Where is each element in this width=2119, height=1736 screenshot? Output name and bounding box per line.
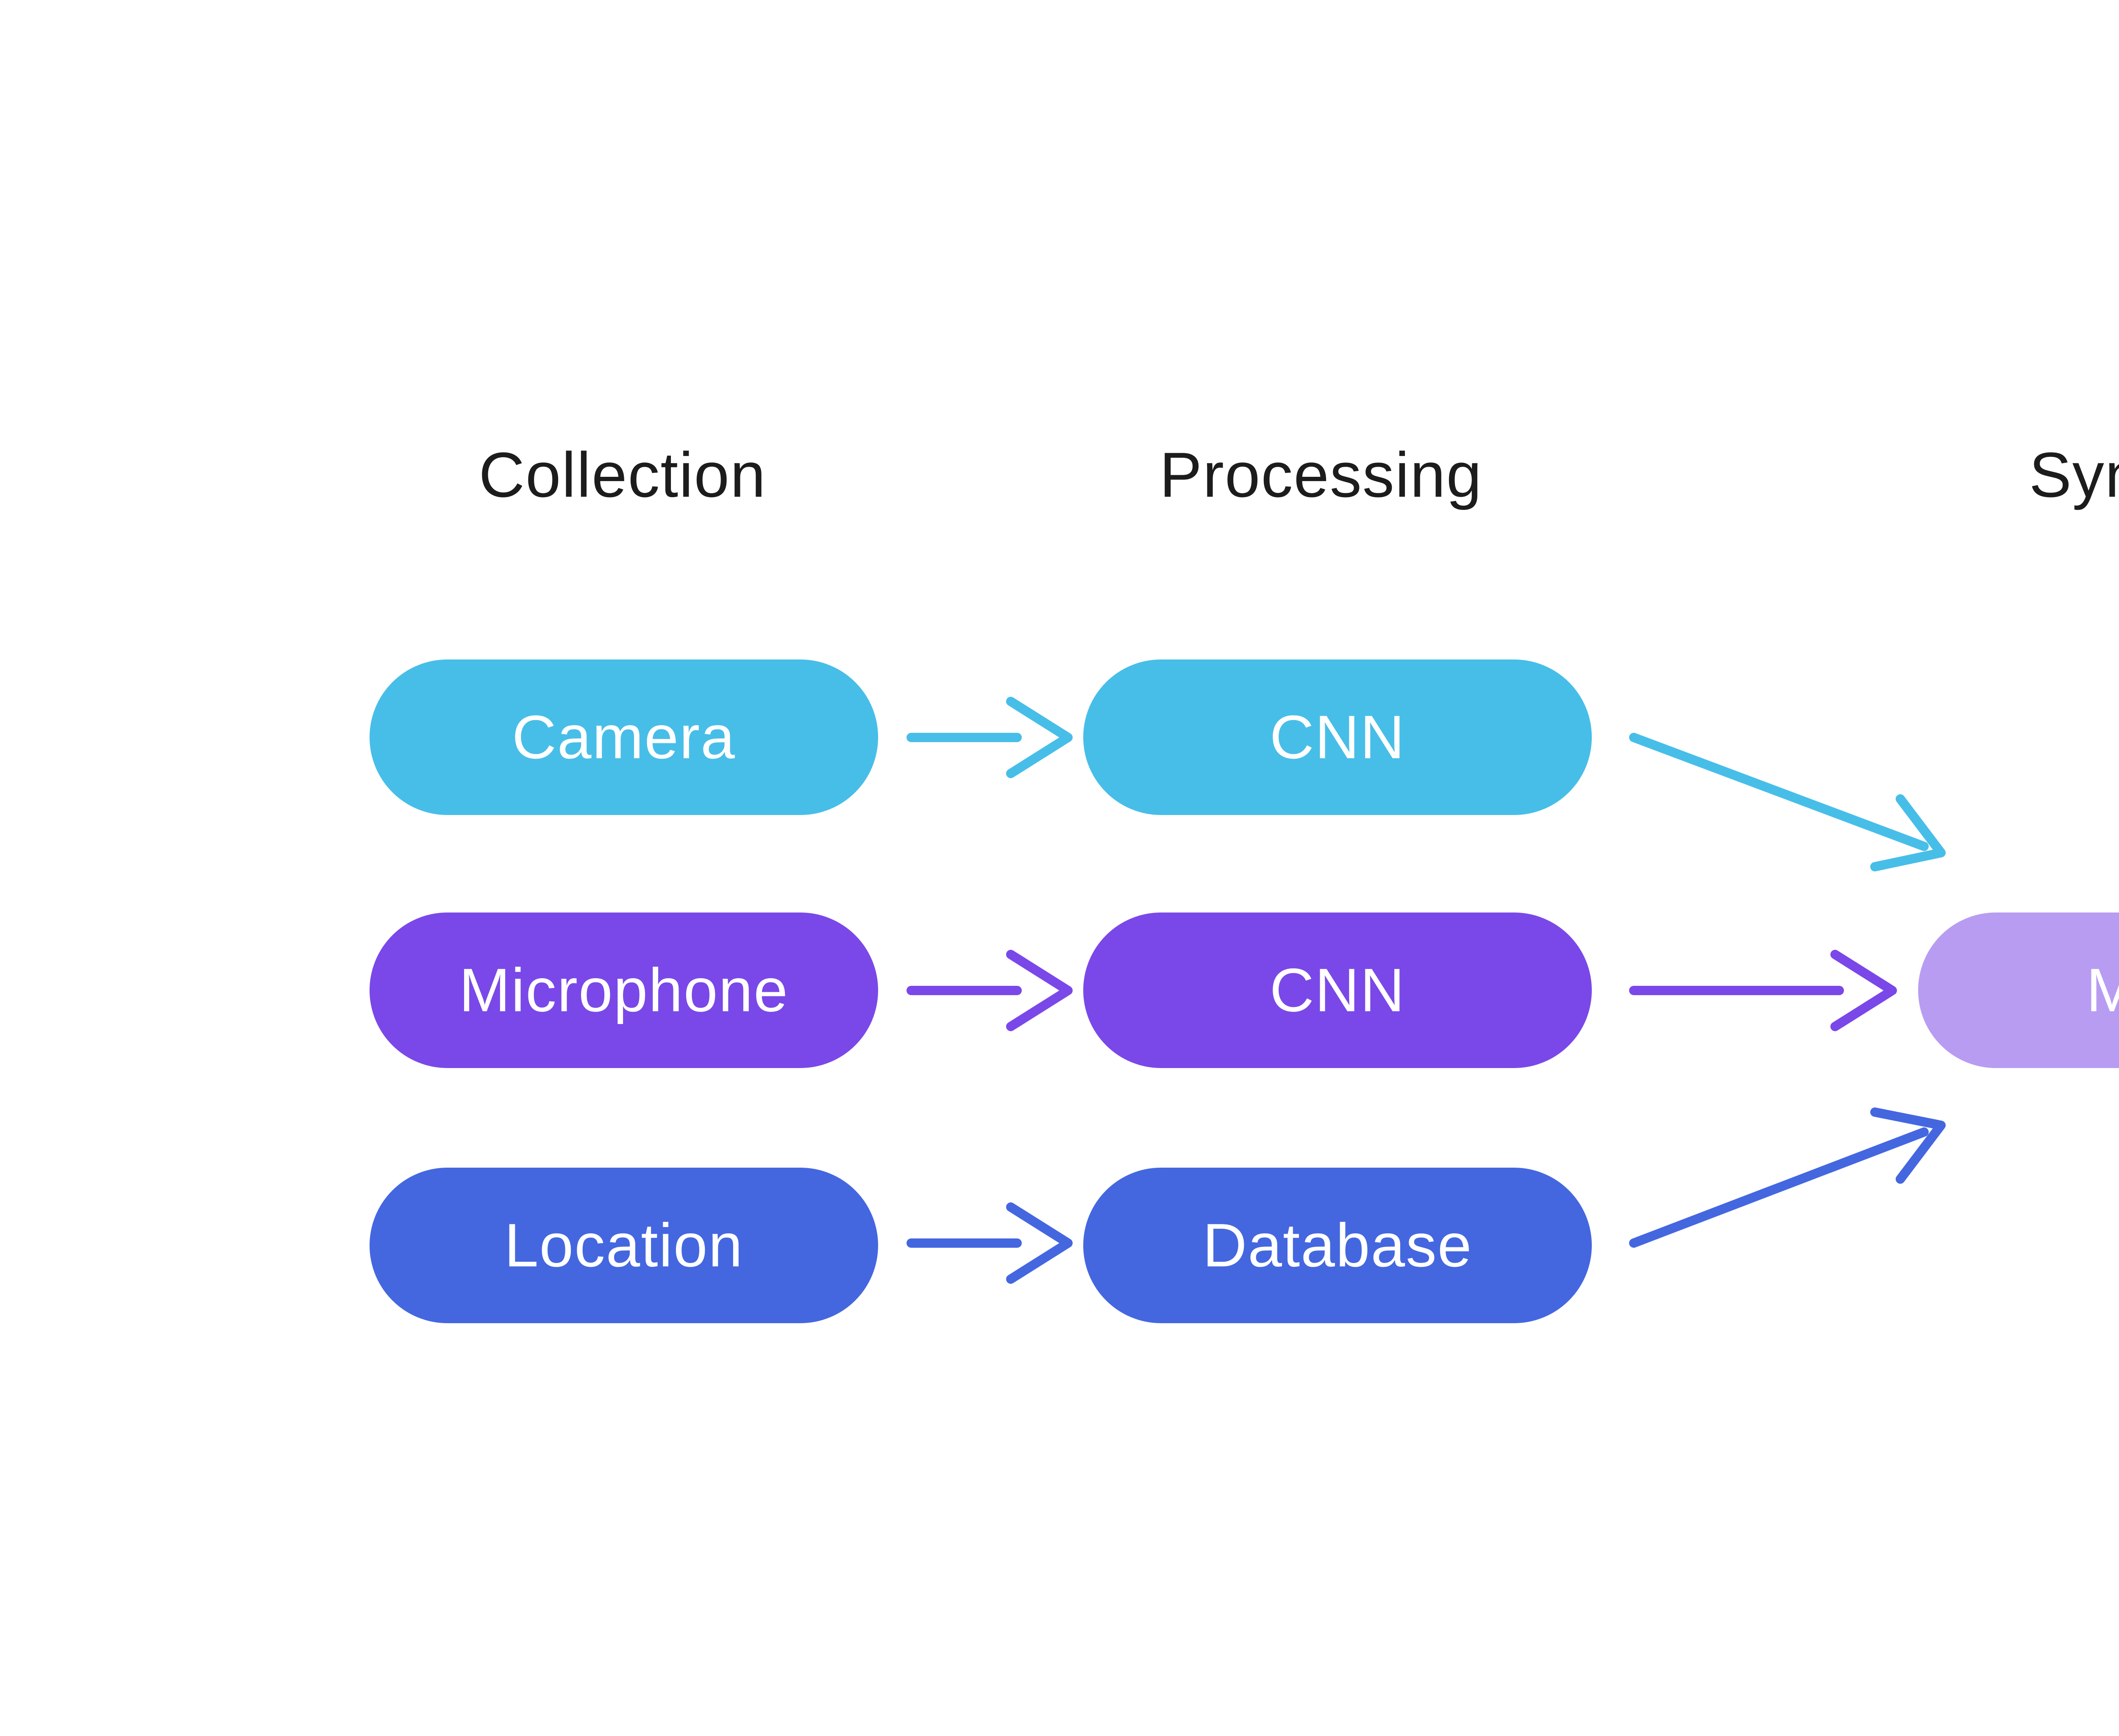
- node-microphone-label: Microphone: [459, 956, 789, 1024]
- edge-database-to-metric-shaft: [1629, 1127, 1929, 1248]
- node-location: Location: [370, 1168, 878, 1323]
- node-metric-label: Metric: [2086, 956, 2119, 1024]
- edge-database-to-metric-arrowhead-icon: [1870, 1107, 1946, 1184]
- node-location-label: Location: [504, 1211, 744, 1280]
- edge-cnn-vision-to-metric-shaft: [1629, 733, 1929, 851]
- node-camera-label: Camera: [512, 703, 736, 771]
- node-cnn-vision: CNN: [1083, 659, 1592, 815]
- node-database-label: Database: [1202, 1211, 1473, 1280]
- column-header-synthesis: Synthesis: [2029, 439, 2119, 510]
- node-cnn-audio: CNN: [1083, 913, 1592, 1068]
- node-cnn-audio-label: CNN: [1269, 956, 1406, 1024]
- edge-microphone-to-cnn-arrowhead-icon: [1006, 950, 1073, 1031]
- edge-cnn-vision-to-metric-arrowhead-icon: [1870, 794, 1946, 871]
- edge-camera-to-cnn-arrowhead-icon: [1006, 697, 1073, 778]
- edge-cnn-audio-to-metric-arrowhead-icon: [1830, 950, 1897, 1031]
- node-database: Database: [1083, 1168, 1592, 1323]
- edge-location-to-database-arrowhead-icon: [1006, 1202, 1073, 1284]
- column-header-collection: Collection: [478, 439, 767, 510]
- node-microphone: Microphone: [370, 913, 878, 1068]
- node-cnn-vision-label: CNN: [1269, 703, 1406, 771]
- node-metric: Metric: [1918, 913, 2119, 1068]
- column-header-processing: Processing: [1159, 439, 1483, 510]
- node-camera: Camera: [370, 659, 878, 815]
